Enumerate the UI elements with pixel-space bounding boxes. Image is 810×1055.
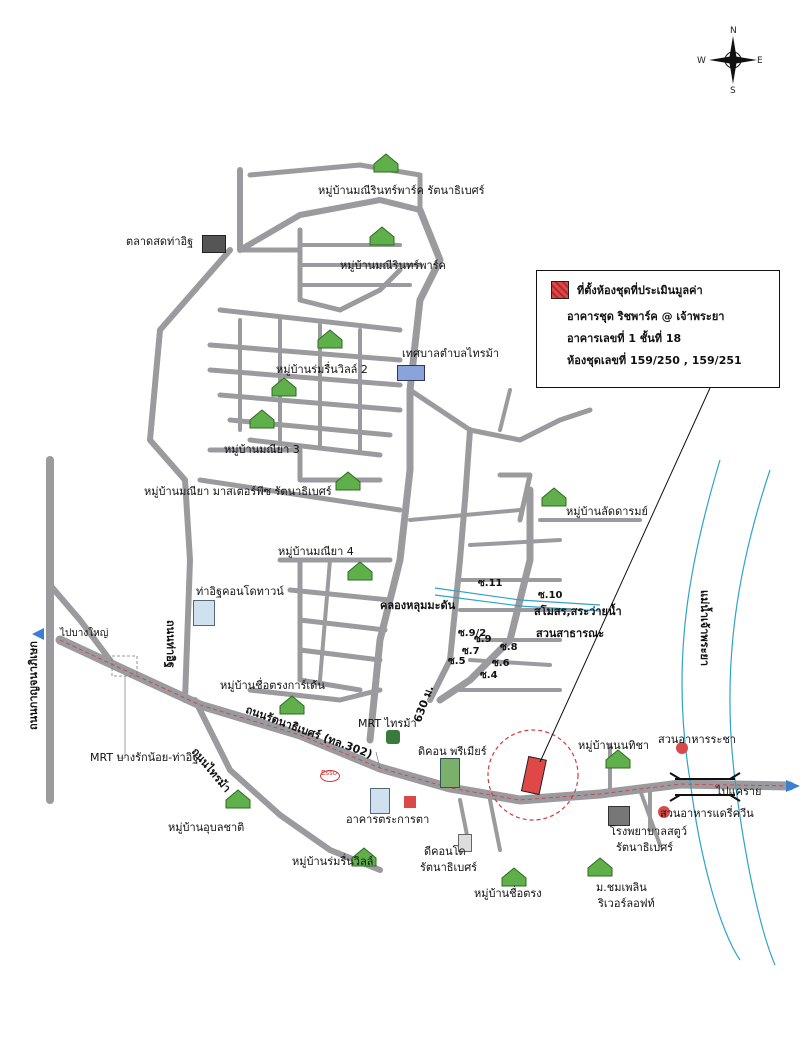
label-ladarom: หมู่บ้านลัดดารมย์ (566, 505, 648, 518)
condo-icon (370, 788, 390, 814)
restaurant-icon (404, 796, 416, 808)
canal (434, 587, 601, 606)
compass-e: E (757, 56, 763, 66)
label-chuentrong: หมู่บ้านชื่อตรง (474, 887, 542, 900)
legend-box: ที่ตั้งห้องชุดที่ประเมินมูลค่า อาคารชุด … (536, 270, 780, 388)
house-icon (346, 560, 374, 582)
house-icon (368, 225, 396, 247)
label-soi9: ซ.9 (474, 634, 492, 645)
label-soi5: ซ.5 (448, 656, 466, 667)
label-mrt-bang-rak-noi: MRT บางรักน้อย-ท่าอิฐ (90, 751, 199, 764)
house-icon (500, 866, 528, 888)
house-icon (316, 328, 344, 350)
house-icon (604, 748, 632, 770)
label-soi4: ซ.4 (480, 670, 498, 681)
house-icon (586, 856, 614, 878)
compass: N S E W (697, 26, 763, 96)
house-icon (334, 470, 362, 492)
label-soi6: ซ.6 (492, 658, 510, 669)
label-maneeya3: หมู่บ้านมณียา 3 (224, 443, 300, 456)
bridge-icon (669, 772, 741, 802)
house-icon (270, 376, 298, 398)
condo-icon (458, 834, 472, 852)
label-soi9-2: ซ.9/2 (458, 628, 487, 639)
label-hospital: โรงพยาบาลสตูว์ (610, 825, 687, 838)
restaurant-icon (658, 806, 670, 818)
label-talad-tha-it: ตลาดสดท่าอิฐ (126, 235, 194, 248)
label-arkan-taka: อาคารตระการตา (346, 813, 430, 826)
label-nonthisa: หมู่บ้านนนทิชา (578, 739, 650, 752)
label-suan-rachasa: สวนอาหารระชา (658, 733, 736, 746)
label-maneeya-master: หมู่บ้านมณียา มาสเตอร์พีซ รัตนาธิเบศร์ (144, 485, 332, 498)
label-to-bang-yai: ไปบางใหญ่ (60, 628, 109, 639)
label-dcondo-2: รัตนาธิเบศร์ (420, 861, 478, 874)
legend-line-1: ที่ตั้งห้องชุดที่ประเมินมูลค่า (577, 284, 703, 297)
site-radius (487, 729, 579, 821)
label-maneeya4: หมู่บ้านมณียา 4 (278, 545, 354, 558)
label-tha-it-condo: ท่าอิฐคอนโดทาวน์ (196, 585, 284, 598)
legend-line-2: อาคารชุด ริชพาร์ค @ เจ้าพระยา (567, 310, 725, 323)
label-romruen-villa: หมู่บ้านร่มรื่นวิลล์ (292, 855, 374, 868)
label-the-con: ดิคอน พรีเมียร์ (418, 745, 487, 758)
house-icon (540, 486, 568, 508)
river (681, 459, 741, 961)
building-icon (440, 758, 460, 788)
tha-it-road (147, 247, 233, 703)
label-park: สวนสาธารณะ (536, 627, 605, 640)
mrt-icon (386, 730, 400, 744)
restaurant-icon (676, 742, 688, 754)
house-icon (350, 846, 378, 868)
label-maneerin-rattana: หมู่บ้านมณีรินทร์พาร์ค รัตนาธิเบศร์ (318, 184, 485, 197)
label-hospital-2: รัตนาธิเบศร์ (616, 841, 674, 854)
hospital-icon (608, 806, 630, 826)
compass-w: W (697, 56, 706, 66)
sai-ma-road (192, 697, 383, 873)
label-soi10: ซ.10 (538, 590, 563, 601)
legend-line-3: อาคารเลขที่ 1 ชั้นที่ 18 (567, 332, 682, 345)
house-icon (248, 408, 276, 430)
site-marker (520, 755, 547, 796)
label-road-kanchana: ถนนกาญจนาภิเษก (27, 641, 40, 730)
site-swatch (551, 281, 569, 299)
house-icon (372, 152, 400, 174)
label-road-tha-it: ถนนท่าอิฐ (164, 620, 177, 668)
label-soi11: ซ.11 (478, 578, 503, 589)
compass-s: S (730, 86, 736, 96)
label-maneerin-park: หมู่บ้านมณีรินทร์พาร์ค (340, 259, 446, 272)
house-icon (224, 788, 252, 810)
label-river: แม่น้ำเจ้าพระยา (698, 590, 711, 667)
arrow-left-icon (32, 628, 44, 640)
label-samosorn: สโมสร,สระว่ายน้ำ (534, 605, 622, 618)
label-romruen2: หมู่บ้านร่มรื่นวิลล์ 2 (276, 363, 368, 376)
label-khlong: คลองหลุมมะดัน (380, 599, 456, 612)
label-chuan-chuen: หมู่บ้านชื่อตรงการ์เด้น (220, 679, 325, 692)
label-chompoen-2: ริเวอร์ลอฟท์ (598, 897, 655, 910)
label-chompoen: ม.ชมเพลิน (596, 881, 647, 894)
label-to-pakkret: ไปแคราย (716, 785, 762, 798)
label-soi8: ซ.8 (500, 642, 518, 653)
label-esso: Esso (321, 769, 337, 777)
legend-line-4: ห้องชุดเลขที่ 159/250 , 159/251 (567, 354, 742, 367)
label-dcondo: ดีคอนโด (424, 845, 466, 858)
label-ubonchat: หมู่บ้านอุบลชาติ (168, 821, 245, 834)
condo-icon (193, 600, 215, 626)
compass-n: N (730, 26, 737, 36)
label-tessaban: เทศบาลตำบลไทรม้า (402, 347, 500, 360)
label-suan-kraenn: สวนอาหารแดรี่ควีน (660, 807, 754, 820)
market-icon (202, 235, 226, 253)
label-mrt-sai-ma: MRT ไทรม้า (358, 717, 417, 730)
house-icon (278, 694, 306, 716)
office-icon (397, 365, 425, 381)
esso-icon (320, 770, 340, 782)
label-soi7: ซ.7 (462, 646, 480, 657)
arrow-right-icon (786, 780, 800, 792)
